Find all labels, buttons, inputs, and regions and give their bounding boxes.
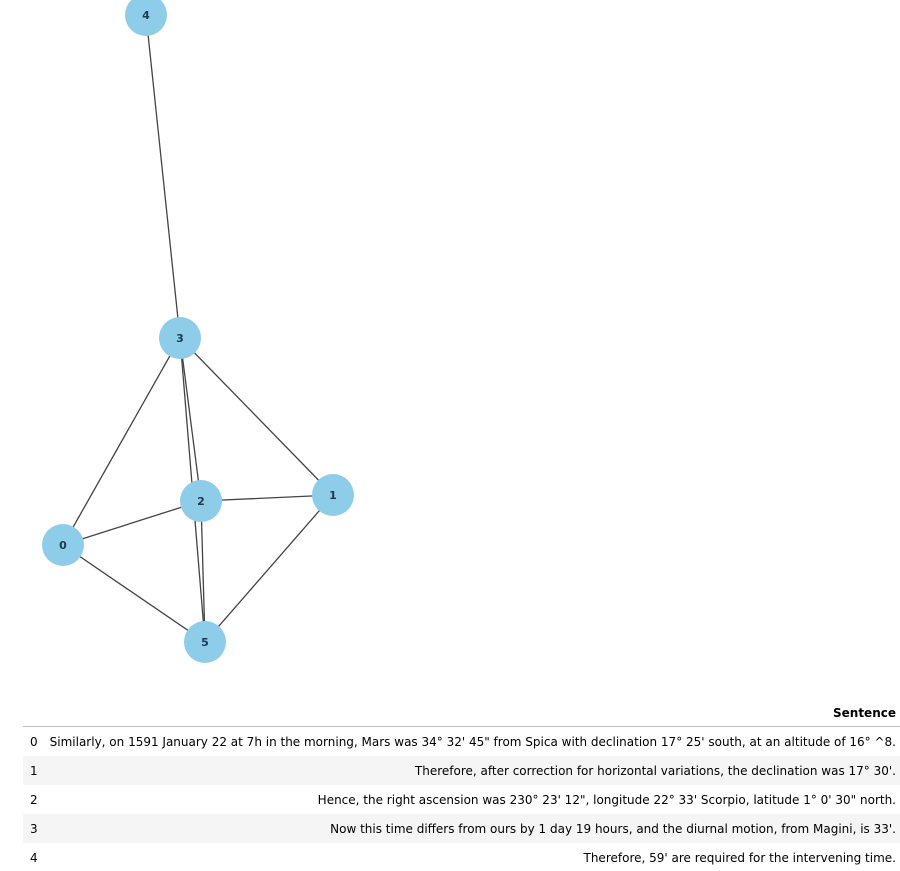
graph-node-4: 4 (125, 0, 167, 36)
node-circle (180, 480, 222, 522)
node-circle (312, 474, 354, 516)
row-index: 0 (30, 734, 38, 749)
sentence-cell: Hence, the right ascension was 230° 23' … (317, 792, 896, 807)
graph-node-1: 1 (312, 474, 354, 516)
row-index: 2 (30, 792, 38, 807)
row-index: 1 (23, 756, 44, 785)
row-index: 3 (23, 814, 44, 843)
node-label: 0 (59, 539, 67, 552)
node-label: 5 (201, 636, 209, 649)
graph-edge-0-2 (62, 500, 202, 546)
table-row: 3 Now this time differs from ours by 1 d… (23, 814, 900, 843)
row-index: 4 (30, 850, 38, 865)
table-row: 4 Therefore, 59' are required for the in… (23, 843, 900, 871)
node-label: 4 (142, 9, 150, 22)
sentence-column-header: Sentence (43, 701, 900, 727)
graph-edge-2-1 (200, 494, 334, 502)
graph-node-3: 3 (159, 317, 201, 359)
graph-edge-0-5 (62, 544, 206, 643)
table-header-row: Sentence (23, 701, 900, 727)
node-circle (125, 0, 167, 36)
node-circle (184, 621, 226, 663)
sentence-cell: Therefore, after correction for horizont… (43, 756, 900, 785)
node-circle (42, 524, 84, 566)
sentence-cell: Similarly, on 1591 January 22 at 7h in t… (49, 734, 896, 749)
network-graph: 0 1 2 3 4 5 (42, 0, 354, 663)
table-row: 1 Therefore, after correction for horizo… (23, 756, 900, 785)
graph-edge-4-3 (145, 14, 181, 339)
graph-edge-3-1 (179, 337, 334, 496)
node-label: 1 (329, 489, 337, 502)
graph-nodes: 0 1 2 3 4 5 (42, 0, 354, 663)
graph-edge-3-2 (179, 337, 202, 502)
index-header (23, 701, 44, 727)
graph-edge-3-0 (62, 337, 181, 546)
node-label: 3 (176, 332, 184, 345)
graph-edge-2-5 (200, 500, 206, 643)
graph-node-5: 5 (184, 621, 226, 663)
graph-edge-1-5 (204, 494, 334, 643)
graph-node-0: 0 (42, 524, 84, 566)
table-row: 2 Hence, the right ascension was 230° 23… (23, 785, 900, 814)
node-circle (159, 317, 201, 359)
sentence-cell: Therefore, 59' are required for the inte… (583, 850, 897, 865)
table-row: 0 Similarly, on 1591 January 22 at 7h in… (23, 727, 900, 757)
sentence-cell: Now this time differs from ours by 1 day… (43, 814, 900, 843)
graph-node-2: 2 (180, 480, 222, 522)
node-label: 2 (197, 495, 205, 508)
sentence-dataframe: Sentence 0 Similarly, on 1591 January 22… (23, 701, 900, 871)
